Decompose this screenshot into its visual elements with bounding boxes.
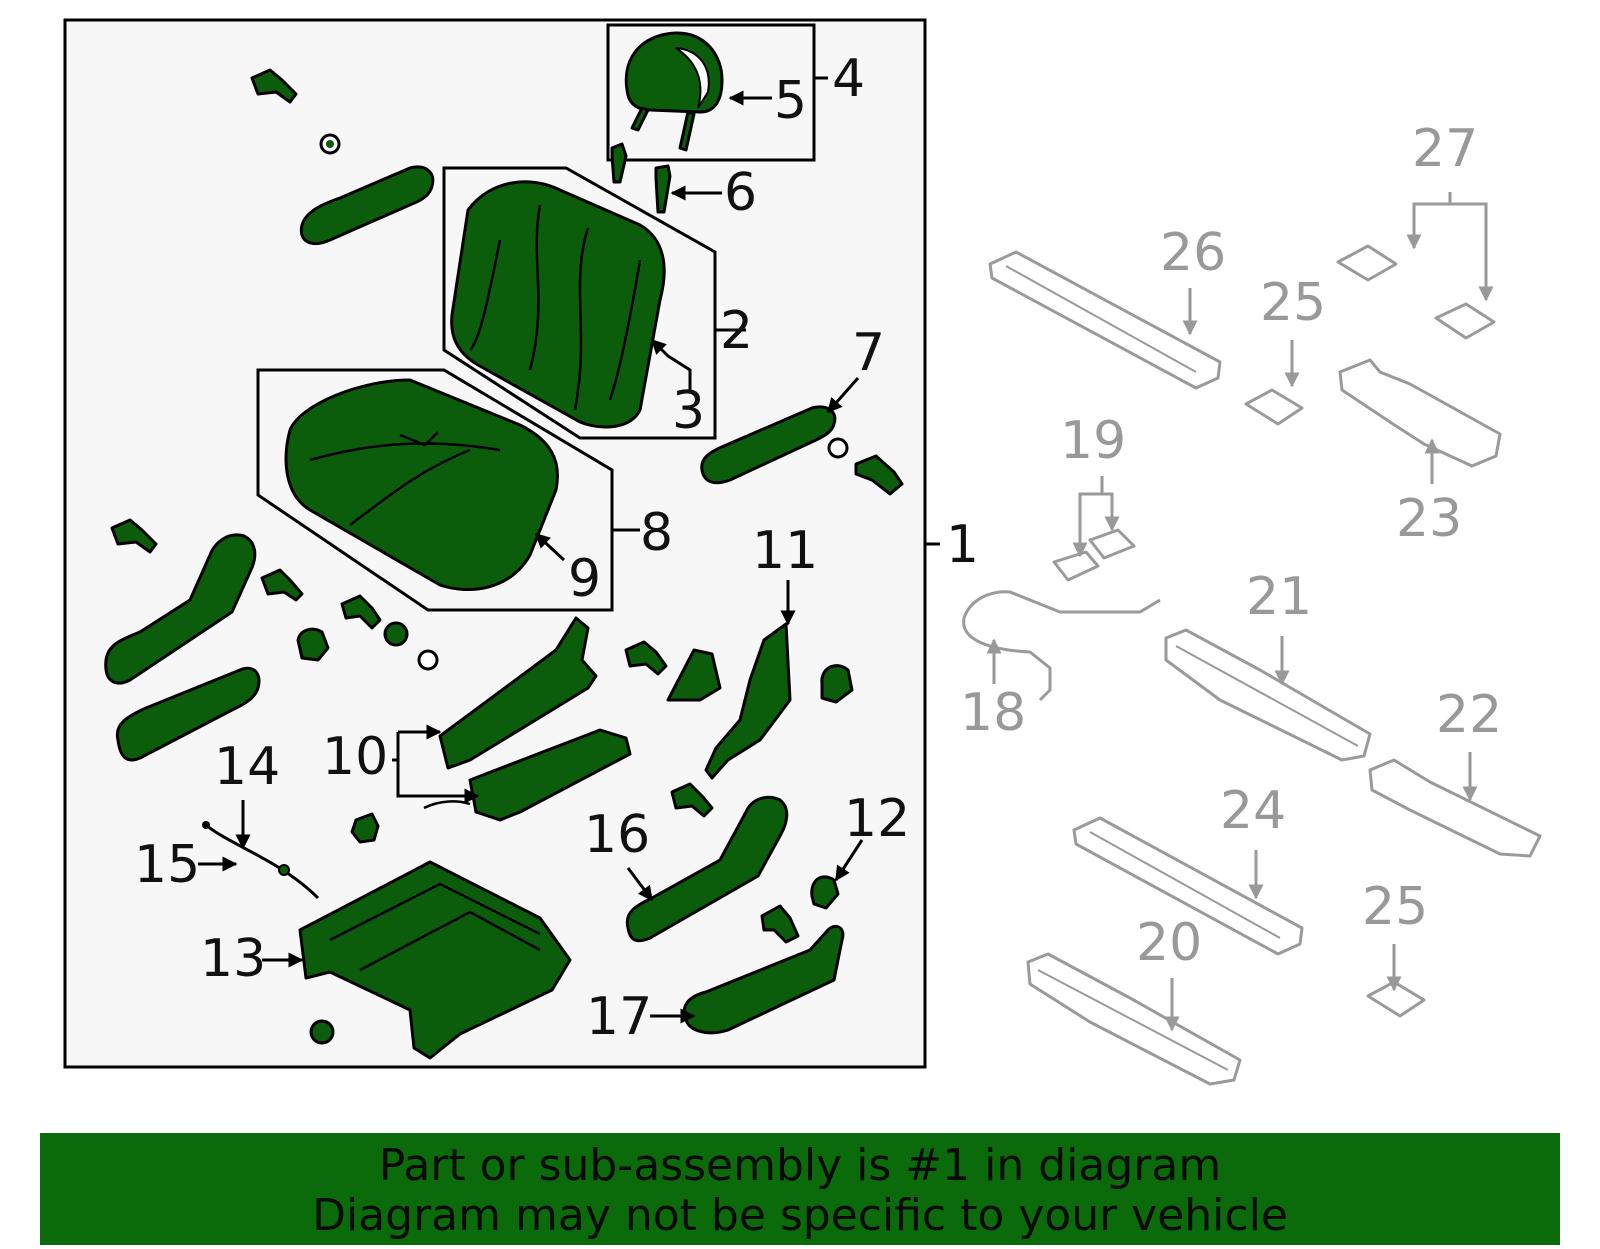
callout-7: 7: [852, 323, 885, 383]
cushion-outline: [256, 368, 614, 612]
callout-23: 23: [1396, 489, 1462, 549]
callout-27: 27: [1412, 119, 1478, 179]
seatback-outline: [442, 166, 717, 440]
callout-17: 17: [586, 987, 652, 1047]
cap-25a: [1244, 388, 1304, 426]
callout-11: 11: [752, 521, 818, 581]
callout-15: 15: [134, 835, 200, 895]
seat-cushion-cover: [284, 378, 559, 592]
callout-10: 10: [322, 727, 388, 787]
callout-14: 14: [214, 737, 280, 797]
callout-1: 1: [946, 515, 979, 575]
armrest-cap-right: [700, 405, 837, 485]
callout-19: 19: [1060, 411, 1126, 471]
callout-16: 16: [584, 805, 650, 865]
seat-frame: [298, 860, 572, 1060]
other-parts: [962, 244, 1542, 1086]
side-trim-lower-left: [115, 666, 261, 762]
seat-track-lower: [468, 728, 632, 822]
callout-4: 4: [832, 49, 865, 109]
callout-18: 18: [960, 683, 1026, 743]
foot-cover-24: [1072, 816, 1304, 956]
callout-5: 5: [774, 71, 807, 131]
leaders: [198, 76, 940, 1024]
fasteners: [110, 68, 904, 1045]
recliner-bracket: [704, 622, 792, 780]
side-trim-lower-right: [682, 924, 845, 1035]
other-callouts: 18 19 20 21 22 23 24 25 25 26 27: [960, 119, 1502, 973]
callout-22: 22: [1436, 685, 1502, 745]
headrest-stay-right: [678, 110, 696, 152]
rail-21: [1164, 628, 1372, 762]
disclaimer-line-1: Part or sub-assembly is #1 in diagram: [378, 1140, 1222, 1191]
cap-25b: [1366, 980, 1426, 1018]
side-cover-inner-right: [625, 795, 789, 943]
callout-9: 9: [568, 549, 601, 609]
callout-12: 12: [844, 789, 910, 849]
callout-24: 24: [1220, 781, 1286, 841]
headrest-group: [606, 23, 816, 162]
callout-3: 3: [672, 381, 705, 441]
callout-26: 26: [1160, 223, 1226, 283]
headrest-outline-box: [606, 23, 816, 162]
callout-20: 20: [1136, 913, 1202, 973]
callout-13: 13: [200, 929, 266, 989]
callout-8: 8: [640, 503, 673, 563]
callout-25b: 25: [1362, 877, 1428, 937]
cap-27a: [1336, 244, 1398, 282]
callout-2: 2: [720, 301, 753, 361]
guide-bolt-a: [610, 142, 628, 184]
rail-20: [1026, 952, 1242, 1086]
clips-19: [1052, 528, 1136, 582]
guide-bolt-b: [654, 164, 672, 214]
foot-cover-26: [988, 250, 1222, 390]
seat-track-upper: [438, 616, 598, 770]
disclaimer-banner: Part or sub-assembly is #1 in diagram Di…: [40, 1133, 1560, 1245]
callouts: 1 2 3 4 5 6 7 8 9 10 11 12 13 14 15 16 1…: [134, 49, 979, 1047]
rail-23: [1338, 358, 1502, 468]
callout-21: 21: [1246, 567, 1312, 627]
armrest-cap-upper: [299, 165, 435, 245]
leaders-grey: [986, 192, 1494, 1032]
disclaimer-line-2: Diagram may not be specific to your vehi…: [312, 1190, 1288, 1241]
side-cover-outer-left: [104, 533, 257, 685]
cap-27b: [1434, 302, 1496, 340]
headrest-stay-left: [630, 106, 650, 132]
callout-6: 6: [724, 163, 757, 223]
rail-22: [1368, 758, 1542, 858]
seatback-cover: [450, 180, 666, 429]
callout-25a: 25: [1260, 273, 1326, 333]
